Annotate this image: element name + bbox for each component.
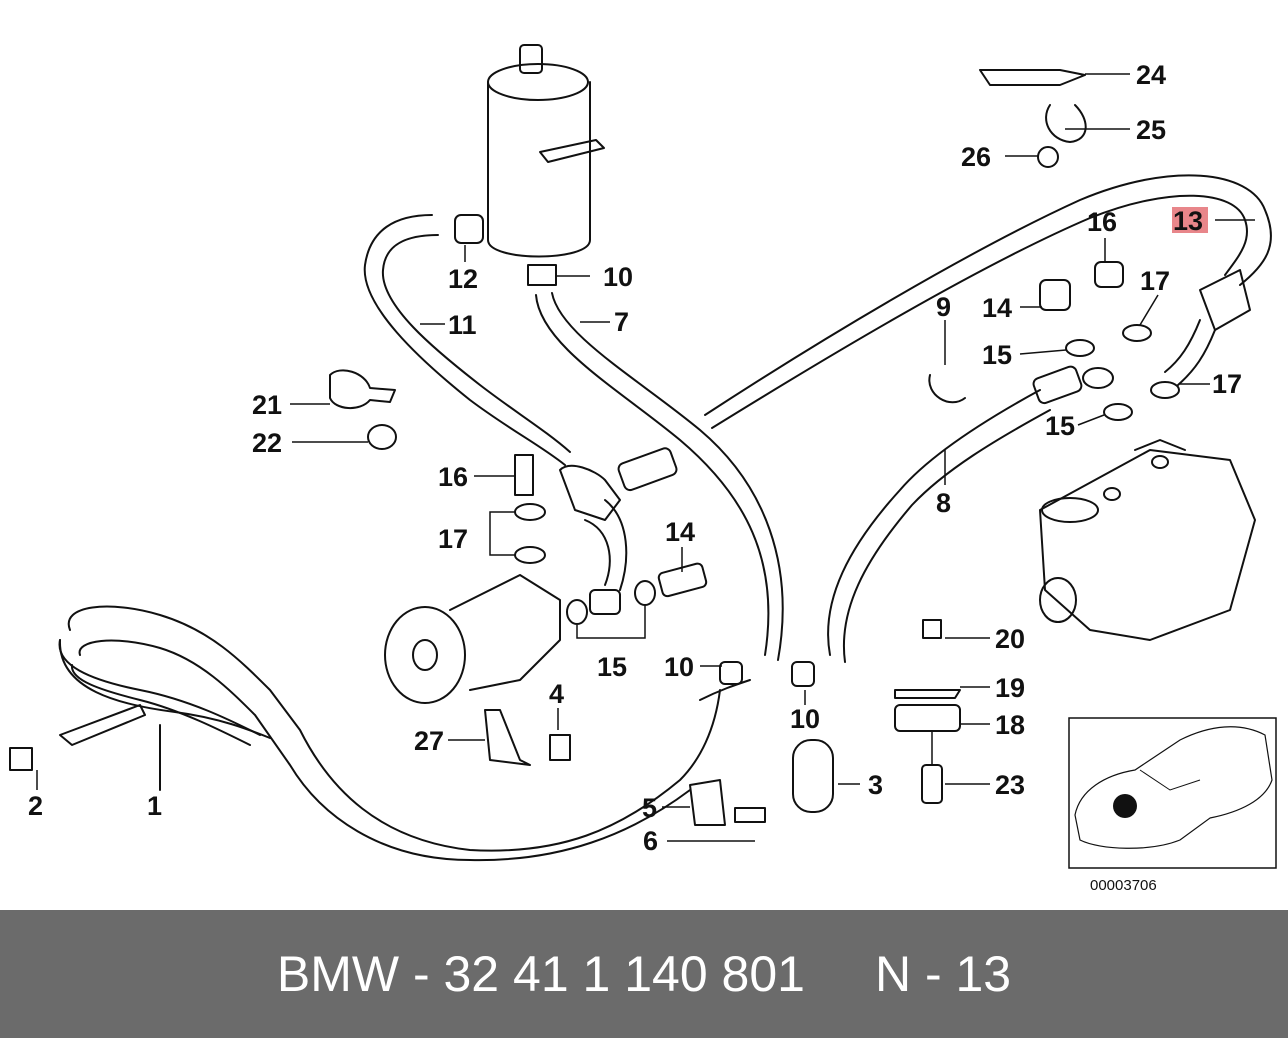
callout-21: 21 (252, 390, 282, 420)
callout-14-gear: 14 (982, 293, 1012, 323)
hose-11 (363, 214, 571, 466)
leader-lines (36, 73, 1255, 842)
bolt-14 (1039, 279, 1071, 311)
callout-23: 23 (995, 770, 1025, 800)
callout-10-reservoir: 10 (603, 262, 633, 292)
bolt-6 (734, 807, 766, 823)
footer-text: BMW - 32 41 1 140 801 N - 13 (0, 910, 1288, 1038)
callout-22: 22 (252, 428, 282, 458)
power-steering-pump (384, 447, 708, 704)
callout-8: 8 (936, 488, 951, 518)
callout-10-pump: 10 (664, 652, 694, 682)
callout-labels: 1 2 3 4 5 6 7 8 9 10 10 10 11 12 13 14 1… (28, 60, 1242, 856)
seal-15 (1065, 339, 1095, 357)
clip-25 (1045, 104, 1087, 143)
car-locator-inset (1068, 717, 1277, 869)
callout-12: 12 (448, 264, 478, 294)
hose-8 (827, 365, 1114, 663)
callout-9: 9 (936, 292, 951, 322)
callout-26: 26 (961, 142, 991, 172)
bolt-20 (922, 619, 942, 639)
callout-11: 11 (448, 310, 477, 340)
callout-20: 20 (995, 624, 1025, 654)
diagram-ref-number: 00003706 (1090, 877, 1157, 894)
callout-17-gear-upper: 17 (1140, 266, 1170, 296)
clamp-12 (454, 214, 484, 244)
callout-24: 24 (1136, 60, 1166, 90)
location-marker (1113, 794, 1137, 818)
callout-15-gear-lower: 15 (1045, 411, 1075, 441)
callout-1: 1 (147, 791, 162, 821)
callout-7: 7 (614, 307, 629, 337)
bolt-16 (1094, 261, 1124, 288)
callout-27: 27 (414, 726, 444, 756)
nut-22 (367, 424, 397, 450)
seal-15b (1103, 403, 1133, 421)
callout-15-gear-upper: 15 (982, 340, 1012, 370)
seal-17b (1150, 381, 1180, 399)
grommet-3 (792, 739, 834, 813)
seal-17 (1122, 324, 1152, 342)
callout-18: 18 (995, 710, 1025, 740)
callout-13: 13 (1173, 206, 1203, 236)
bracket-27 (484, 709, 531, 766)
callout-15-pump: 15 (597, 652, 627, 682)
clamp-10b (719, 661, 743, 685)
parts-diagram: 00003706 1 2 3 4 5 6 7 8 9 10 10 10 11 1… (9, 44, 1277, 894)
callout-10-hose: 10 (790, 704, 820, 734)
nut-26 (1037, 146, 1059, 168)
clamp-10c (791, 661, 815, 687)
nut-4 (549, 734, 571, 761)
steering-gear-box (1039, 439, 1256, 641)
part-footer-bar: BMW - 32 41 1 140 801 N - 13 (0, 910, 1288, 1038)
block-18 (894, 704, 961, 732)
callout-17-gear-lower: 17 (1212, 369, 1242, 399)
fluid-reservoir (487, 44, 605, 286)
clamp-9 (928, 374, 966, 404)
callout-19: 19 (995, 673, 1025, 703)
callout-6: 6 (643, 826, 658, 856)
position-label: N - 13 (874, 946, 1012, 1002)
callout-16-gear: 16 (1087, 207, 1117, 237)
callout-4: 4 (549, 679, 564, 709)
cooling-loop-pipe (58, 605, 751, 862)
callout-16-pump: 16 (438, 462, 468, 492)
clip-21 (329, 369, 396, 409)
callout-17-pump: 17 (438, 524, 468, 554)
callout-25: 25 (1136, 115, 1166, 145)
diagram-drawing: 00003706 1 2 3 4 5 6 7 8 9 10 10 10 11 1… (9, 44, 1277, 894)
bolt-2 (9, 747, 33, 771)
hose-13 (704, 174, 1272, 429)
sleeve-23 (921, 764, 943, 804)
part-number: BMW - 32 41 1 140 801 (276, 946, 805, 1002)
bracket-24 (979, 69, 1086, 86)
callout-2: 2 (28, 791, 43, 821)
clip-5 (689, 779, 726, 826)
callout-14-pump: 14 (665, 517, 695, 547)
plate-19 (894, 689, 961, 699)
callout-3: 3 (868, 770, 883, 800)
callout-highlight (1172, 207, 1208, 233)
hose-7 (535, 292, 784, 661)
callout-5: 5 (642, 793, 657, 823)
